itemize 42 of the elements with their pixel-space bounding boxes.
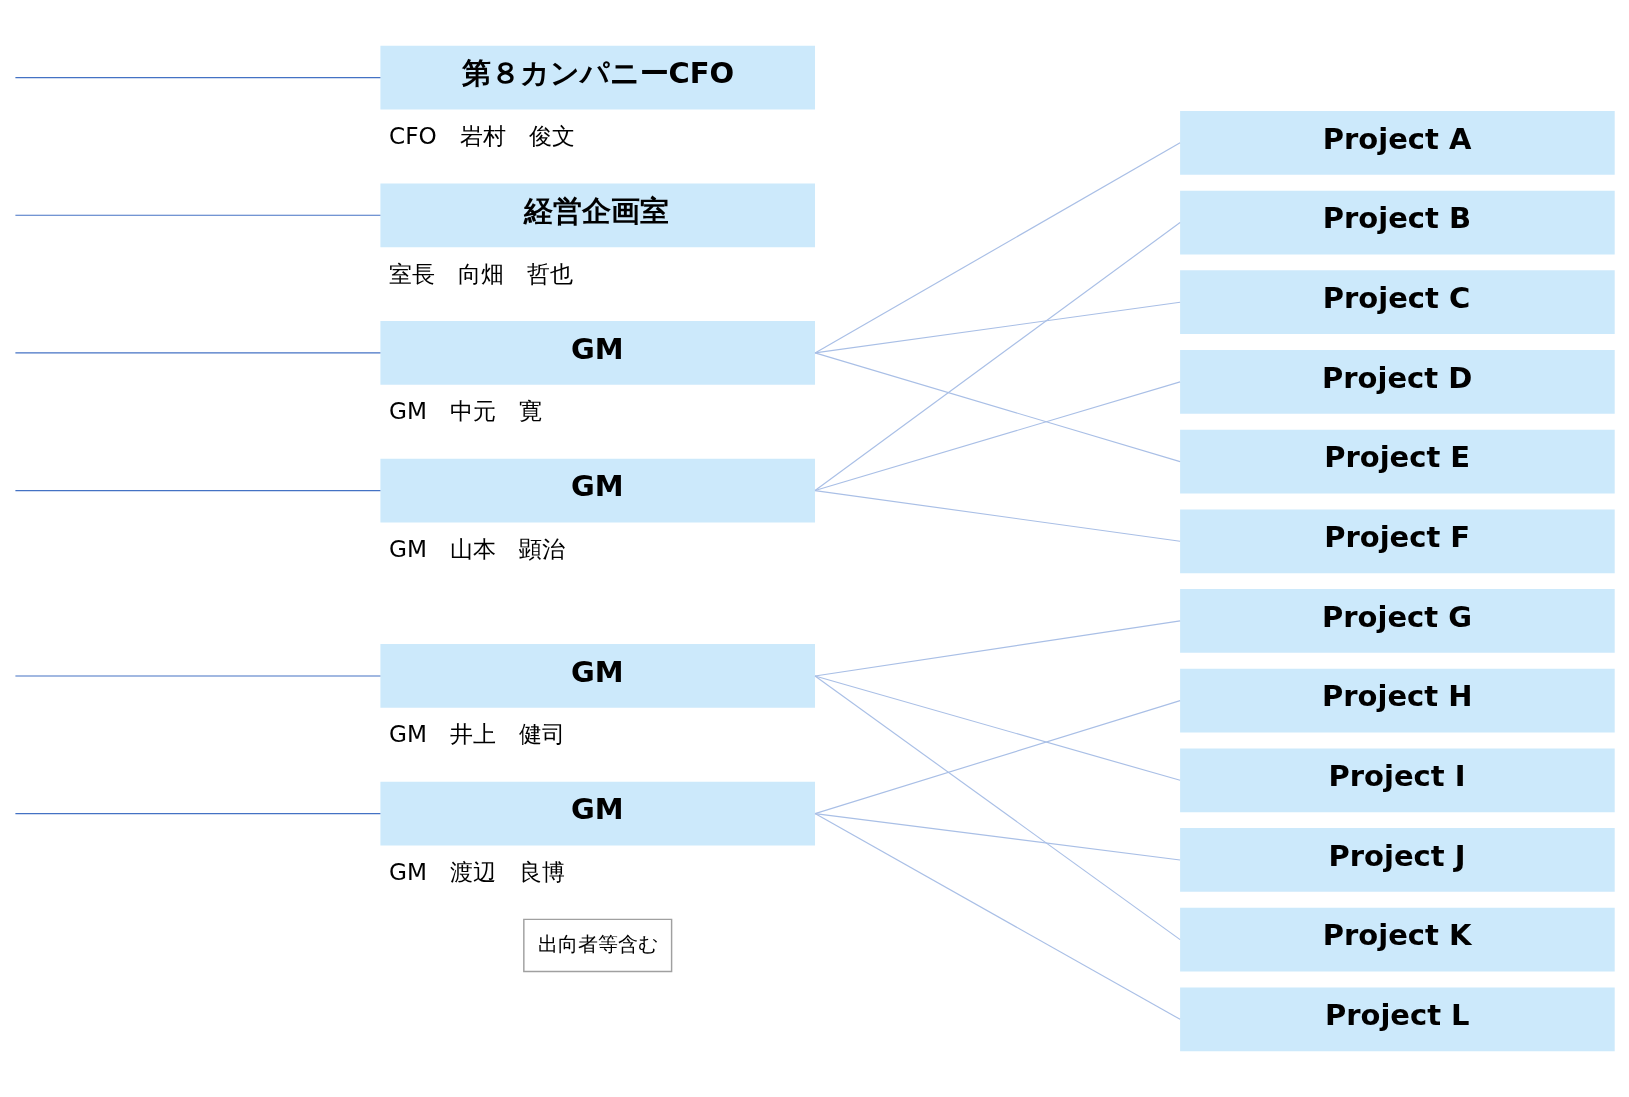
node-box: Project C [1180, 270, 1615, 335]
node-box: Project G [1180, 589, 1615, 653]
node-label: GM 渡辺 良博 [389, 857, 566, 885]
connector [814, 620, 1181, 677]
node-box: GM [380, 458, 815, 523]
connector [814, 700, 1181, 815]
connector [14, 214, 381, 216]
connector [814, 813, 1181, 861]
node-box: Project K [1180, 907, 1615, 972]
connector [14, 352, 381, 354]
node-label: GM 井上 健司 [389, 720, 566, 748]
connector [814, 675, 1181, 941]
node-box: 経営企画室 [380, 183, 815, 248]
connector [814, 221, 1181, 492]
node-label: 室長 向畑 哲也 [389, 259, 574, 287]
node-box: GM [380, 321, 815, 385]
connector [14, 489, 381, 492]
connector [814, 301, 1181, 354]
node-box: GM [380, 781, 815, 846]
node-box: Project H [1180, 668, 1615, 733]
connector [814, 142, 1181, 354]
connector [14, 77, 381, 79]
node-box: Project L [1180, 987, 1615, 1052]
node-box: Project J [1180, 828, 1615, 892]
node-box: GM [380, 644, 815, 708]
label: 出向者等含む [537, 931, 658, 956]
connector [14, 813, 381, 815]
node-box: Project E [1180, 429, 1615, 494]
node-box: Project A [1180, 111, 1615, 175]
connector [814, 352, 1181, 463]
node-box: Project F [1180, 509, 1615, 574]
node-label: GM 中元 寛 [389, 397, 543, 425]
node-box: Project B [1180, 190, 1615, 255]
node-box: 第８カンパニーCFO [380, 45, 815, 110]
connector [814, 813, 1181, 1020]
node-label: CFO 岩村 俊文 [389, 122, 575, 150]
node-label: GM 山本 顕治 [389, 534, 566, 562]
connector [814, 489, 1181, 542]
connector [814, 381, 1181, 492]
connector [814, 675, 1181, 781]
node-box: Project D [1180, 350, 1615, 414]
node-box: Project I [1180, 748, 1615, 813]
